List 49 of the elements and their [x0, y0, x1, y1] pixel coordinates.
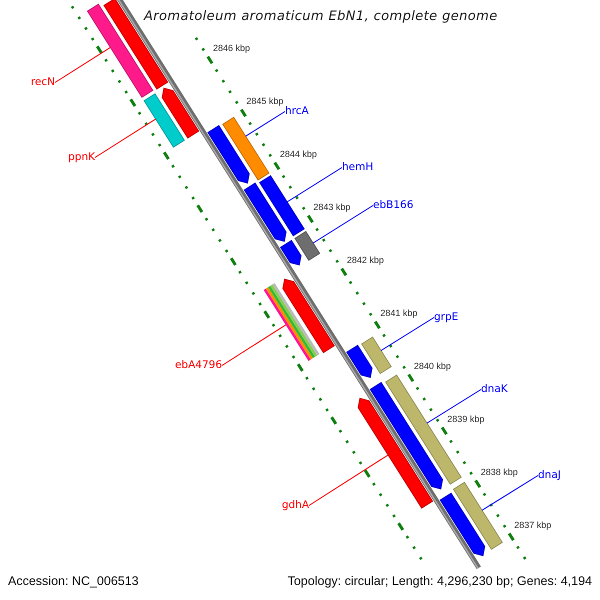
gene-feature [264, 283, 320, 361]
leader-line [380, 317, 434, 351]
gene-feature [361, 336, 392, 374]
gene-feature [143, 93, 185, 148]
gene-feature [207, 125, 250, 184]
position-label: 2840 kbp [414, 360, 451, 372]
gene-feature [280, 240, 302, 266]
gene-label: ppnK [68, 151, 95, 164]
gene-feature [259, 175, 305, 236]
accession-text: Accession: NC_006513 [8, 574, 139, 590]
leader-line [245, 111, 286, 137]
position-label: 2846 kbp [212, 42, 250, 54]
gene-label: hemH [342, 161, 374, 174]
position-label: 2843 kbp [313, 200, 350, 213]
leader-line [94, 118, 156, 158]
leader-line [312, 205, 374, 244]
gene-label: gdhA [282, 499, 309, 512]
leader-line [482, 475, 538, 511]
gene-feature [244, 182, 287, 242]
position-label: 2837 kbp [514, 518, 552, 531]
leader-line [286, 167, 342, 202]
gene-feature [294, 230, 320, 261]
gene-label: ebA4796 [174, 359, 222, 372]
leader-line [54, 46, 111, 83]
gene-label: recN [30, 76, 55, 89]
leader-line [222, 324, 286, 366]
gene-label: hrcA [285, 105, 309, 118]
leader-line [308, 454, 389, 506]
leader-line [426, 389, 482, 424]
gene-label: grpE [434, 311, 458, 324]
gene-feature [440, 492, 486, 556]
gene-feature [282, 278, 335, 354]
position-label: 2841 kbp [380, 306, 418, 319]
gene-feature [162, 88, 200, 139]
gene-feature [358, 398, 434, 509]
gene-feature [370, 382, 444, 490]
gene-feature [452, 482, 503, 550]
gene-label: dnaJ [538, 469, 561, 482]
gene-feature [346, 344, 373, 378]
gene-label: dnaK [481, 383, 508, 396]
title: Aromatoleum aromaticum EbN1, complete genome [142, 8, 500, 26]
position-label: 2842 kbp [346, 254, 384, 266]
position-label: 2844 kbp [280, 148, 317, 160]
position-label: 2845 kbp [246, 94, 284, 107]
gene-label: ebB166 [373, 199, 414, 212]
gene-feature [222, 116, 270, 181]
position-label: 2839 kbp [447, 412, 484, 425]
genome-info-text: Topology: circular; Length: 4,296,230 bp; Genes: 4,194 [288, 574, 592, 590]
position-label: 2838 kbp [480, 466, 518, 478]
